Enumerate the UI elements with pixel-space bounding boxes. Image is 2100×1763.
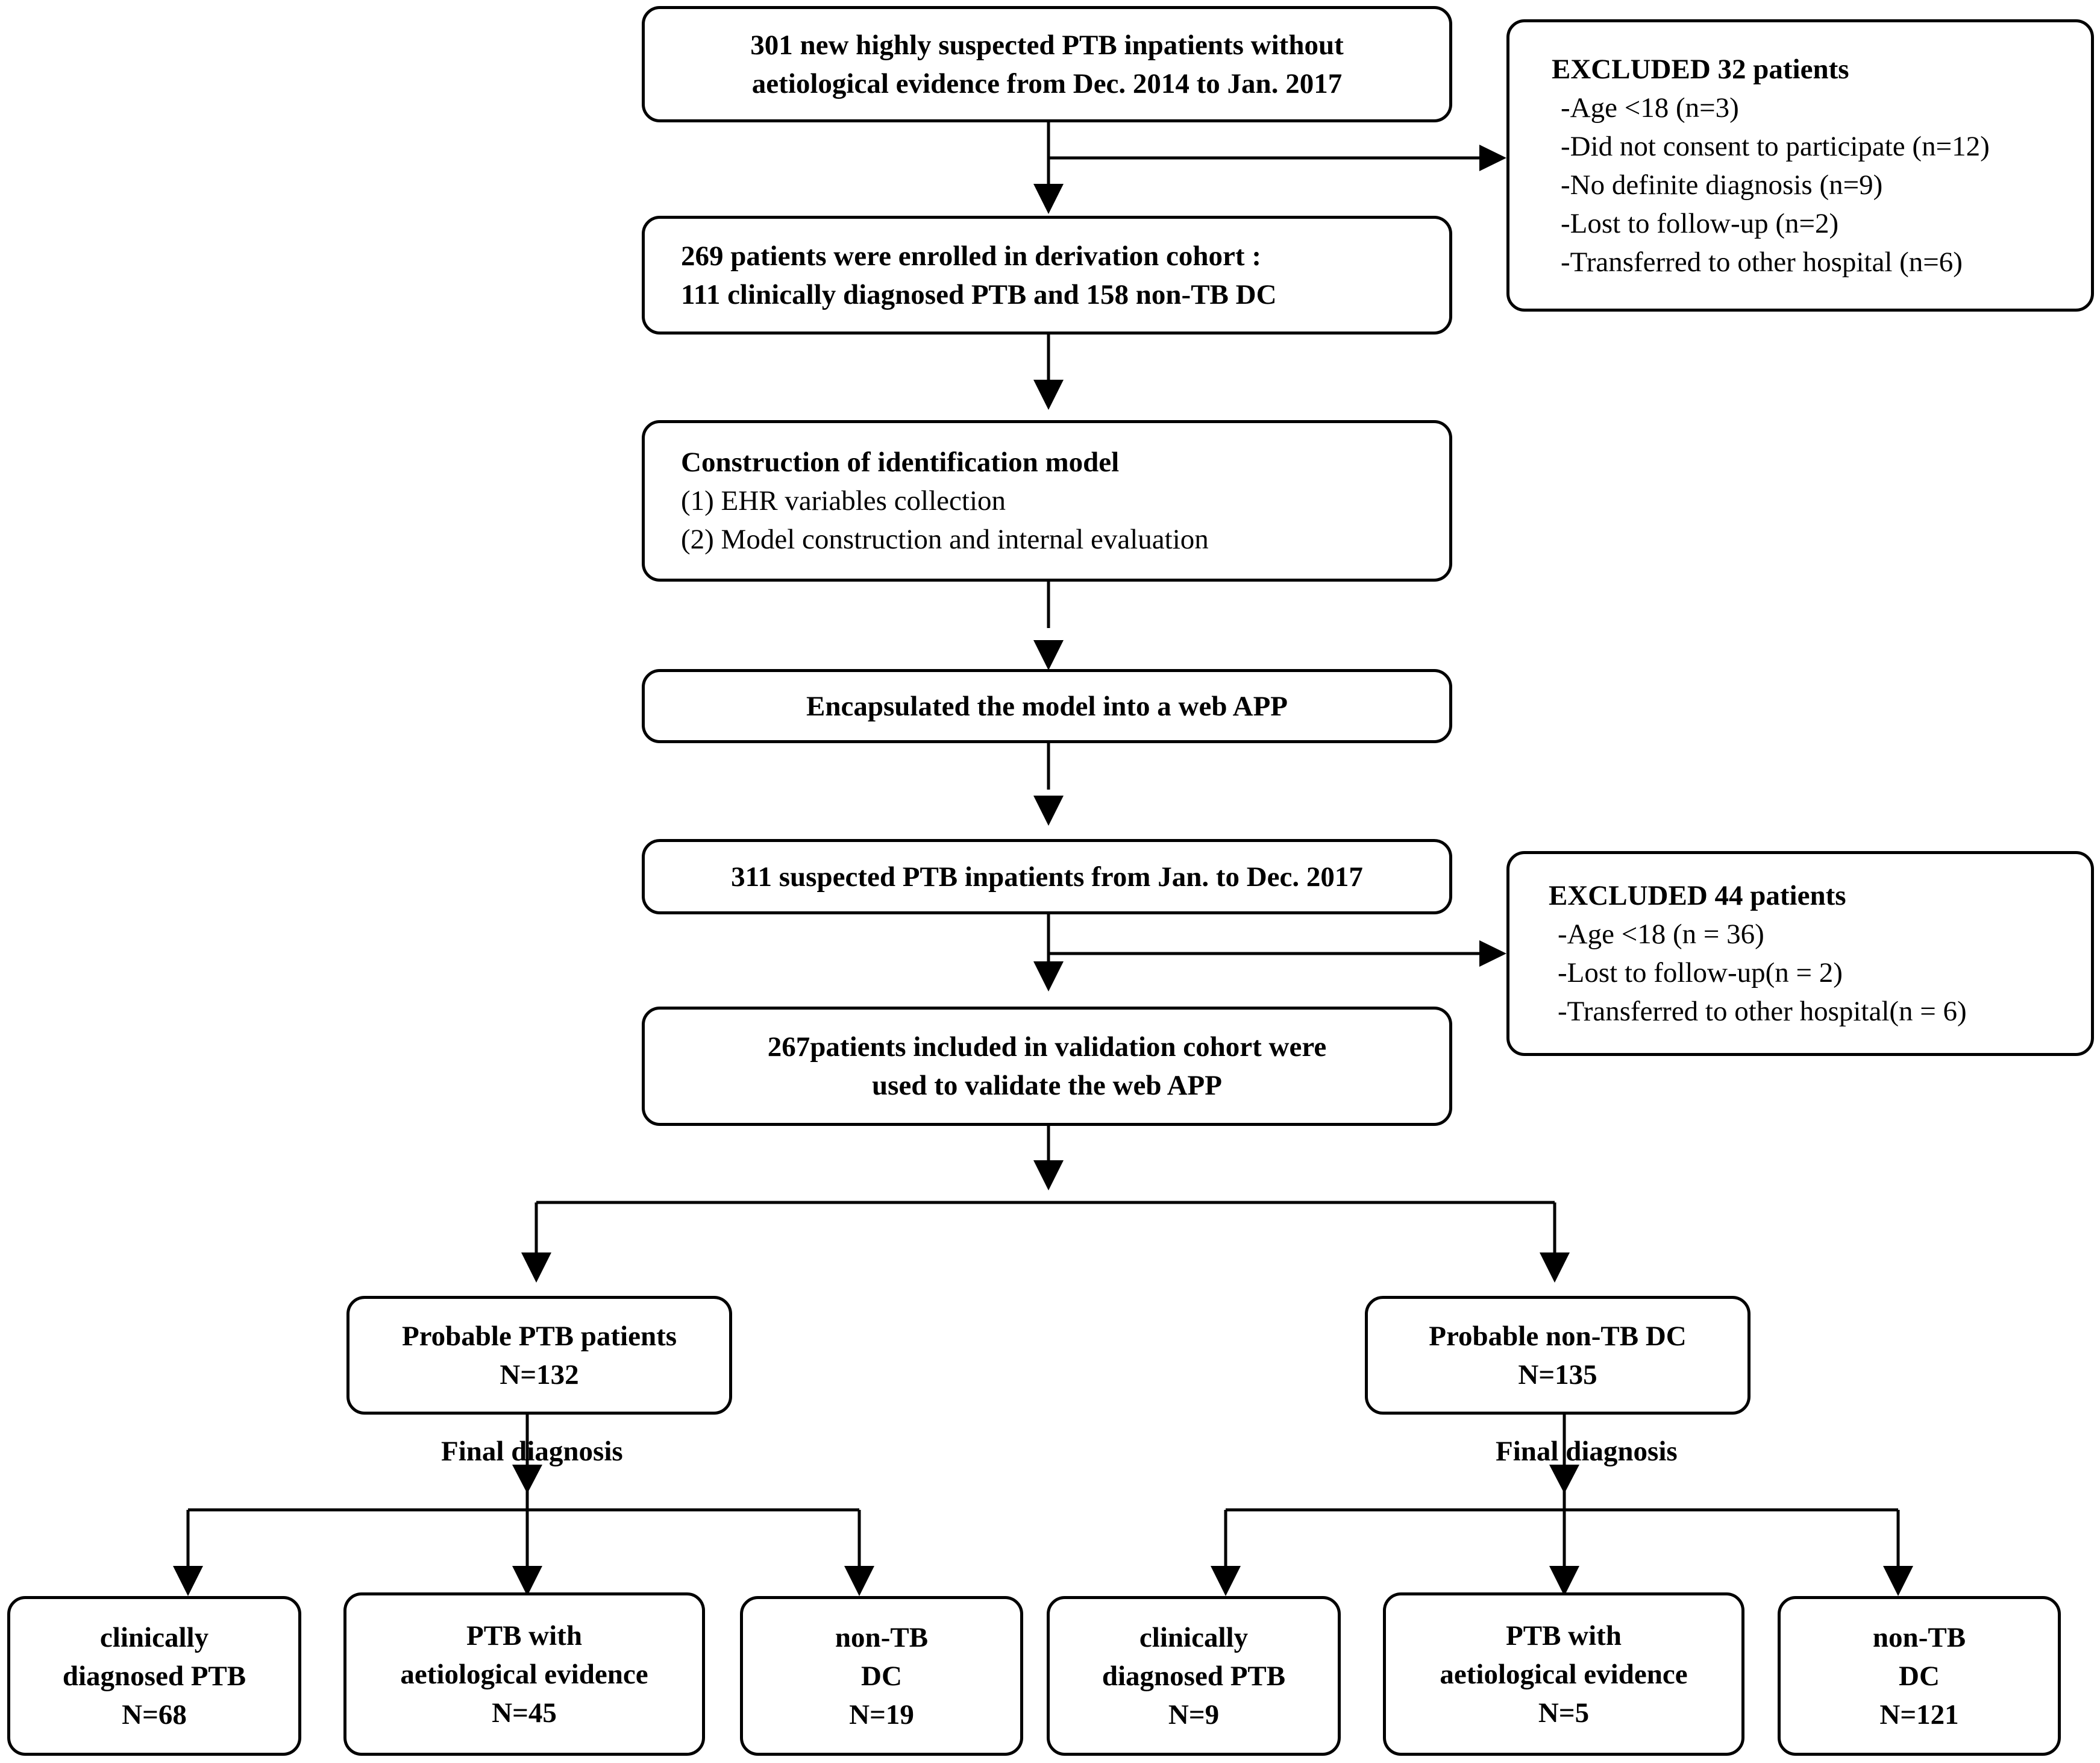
derivation-line2: 111 clinically diagnosed PTB and 158 non… bbox=[681, 278, 1277, 310]
excluded-1-item: -Transferred to other hospital (n=6) bbox=[1561, 246, 1963, 278]
box-web-app: Encapsulated the model into a web APP bbox=[642, 669, 1452, 743]
leaf-count: N=45 bbox=[492, 1697, 557, 1729]
leaf-line: PTB with bbox=[466, 1620, 582, 1651]
leaf-line: DC bbox=[1899, 1660, 1940, 1692]
arrowhead-leaf3 bbox=[844, 1566, 874, 1596]
box-suspected: 311 suspected PTB inpatients from Jan. t… bbox=[642, 839, 1452, 914]
leaf-count: N=5 bbox=[1538, 1697, 1590, 1729]
leaf-count: N=19 bbox=[849, 1699, 914, 1730]
probable-nontb-count: N=135 bbox=[1518, 1359, 1597, 1391]
arrowhead-leaf2 bbox=[512, 1566, 542, 1596]
construction-item: (2) Model construction and internal eval… bbox=[681, 524, 1209, 555]
leaf-count: N=68 bbox=[122, 1699, 187, 1730]
box-leaf-ptb-aetiological-left: PTB with aetiological evidence N=45 bbox=[343, 1592, 705, 1756]
box-leaf-clinically-diagnosed-ptb-right: clinically diagnosed PTB N=9 bbox=[1047, 1596, 1341, 1756]
leaf-line: PTB with bbox=[1506, 1620, 1622, 1651]
construction-item: (1) EHR variables collection bbox=[681, 485, 1006, 517]
probable-ptb-line1: Probable PTB patients bbox=[401, 1320, 677, 1352]
arrowhead-to-probable-ptb bbox=[521, 1252, 551, 1283]
leaf-line: diagnosed PTB bbox=[1102, 1660, 1286, 1692]
excluded-1-item: -No definite diagnosis (n=9) bbox=[1561, 169, 1883, 201]
construction-title: Construction of identification model bbox=[681, 447, 1120, 478]
excluded-2-item: -Age <18 (n = 36) bbox=[1558, 919, 1764, 950]
excluded-1-item: -Age <18 (n=3) bbox=[1561, 92, 1739, 124]
arrowhead-leaf5 bbox=[1549, 1566, 1579, 1596]
arrowhead-to-derivation bbox=[1033, 184, 1064, 214]
leaf-line: clinically bbox=[1139, 1621, 1249, 1653]
box-leaf-clinically-diagnosed-ptb-left: clinically diagnosed PTB N=68 bbox=[7, 1596, 301, 1756]
leaf-line: clinically bbox=[99, 1621, 209, 1653]
arrowhead-to-webapp bbox=[1033, 640, 1064, 670]
box-derivation-cohort: 269 patients were enrolled in derivation… bbox=[642, 216, 1452, 335]
final-diagnosis-label-right: Final diagnosis bbox=[1496, 1436, 1678, 1467]
validation-line1: 267patients included in validation cohor… bbox=[767, 1031, 1327, 1063]
excluded-1-item: -Lost to follow-up (n=2) bbox=[1561, 207, 1839, 239]
excluded-2-title: EXCLUDED 44 patients bbox=[1549, 880, 1846, 911]
arrowhead-left-final bbox=[512, 1465, 542, 1494]
leaf-line: aetiological evidence bbox=[1440, 1658, 1688, 1690]
arrowhead-leaf6 bbox=[1883, 1566, 1913, 1596]
probable-ptb-count: N=132 bbox=[500, 1359, 579, 1391]
leaf-count: N=9 bbox=[1168, 1699, 1220, 1730]
box-probable-ptb: Probable PTB patients N=132 bbox=[346, 1296, 732, 1415]
leaf-line: diagnosed PTB bbox=[62, 1660, 246, 1692]
derivation-line1: 269 patients were enrolled in derivation… bbox=[681, 240, 1261, 272]
final-diagnosis-label-left: Final diagnosis bbox=[441, 1436, 623, 1467]
leaf-line: non-TB bbox=[1872, 1621, 1966, 1653]
arrowhead-to-probable-nontb bbox=[1540, 1252, 1570, 1283]
excluded-2-item: -Lost to follow-up(n = 2) bbox=[1558, 957, 1843, 988]
arrowhead-validation-down bbox=[1033, 1160, 1064, 1190]
arrowhead-to-validation bbox=[1033, 961, 1064, 991]
box-start-line1: 301 new highly suspected PTB inpatients … bbox=[750, 29, 1344, 61]
box-excluded-1: EXCLUDED 32 patients -Age <18 (n=3) -Did… bbox=[1506, 19, 2094, 312]
web-app-line1: Encapsulated the model into a web APP bbox=[806, 690, 1288, 722]
box-leaf-ptb-aetiological-right: PTB with aetiological evidence N=5 bbox=[1383, 1592, 1744, 1756]
box-construction: Construction of identification model (1)… bbox=[642, 420, 1452, 582]
validation-line2: used to validate the web APP bbox=[872, 1070, 1222, 1101]
box-leaf-nontb-left: non-TB DC N=19 bbox=[740, 1596, 1023, 1756]
box-leaf-nontb-right: non-TB DC N=121 bbox=[1778, 1596, 2061, 1756]
box-start: 301 new highly suspected PTB inpatients … bbox=[642, 6, 1452, 122]
box-excluded-2: EXCLUDED 44 patients -Age <18 (n = 36) -… bbox=[1506, 851, 2094, 1056]
excluded-1-item: -Did not consent to participate (n=12) bbox=[1561, 130, 1990, 162]
leaf-line: non-TB bbox=[835, 1621, 929, 1653]
box-probable-nontb: Probable non-TB DC N=135 bbox=[1365, 1296, 1751, 1415]
excluded-2-item: -Transferred to other hospital(n = 6) bbox=[1558, 996, 1967, 1027]
probable-nontb-line1: Probable non-TB DC bbox=[1429, 1320, 1687, 1352]
leaf-count: N=121 bbox=[1879, 1699, 1959, 1730]
box-validation-cohort: 267patients included in validation cohor… bbox=[642, 1007, 1452, 1126]
arrowhead-to-suspected bbox=[1033, 796, 1064, 826]
box-start-line2: aetiological evidence from Dec. 2014 to … bbox=[751, 68, 1343, 99]
arrowhead-leaf4 bbox=[1211, 1566, 1241, 1596]
leaf-line: DC bbox=[861, 1660, 902, 1692]
arrowhead-right-final bbox=[1549, 1465, 1579, 1494]
suspected-line1: 311 suspected PTB inpatients from Jan. t… bbox=[731, 861, 1363, 893]
arrowhead-to-excl1 bbox=[1479, 145, 1506, 171]
arrowhead-to-excl2 bbox=[1479, 940, 1506, 967]
excluded-1-title: EXCLUDED 32 patients bbox=[1552, 53, 1849, 85]
arrowhead-to-construction bbox=[1033, 380, 1064, 410]
arrowhead-leaf1 bbox=[173, 1566, 203, 1596]
leaf-line: aetiological evidence bbox=[400, 1658, 648, 1690]
